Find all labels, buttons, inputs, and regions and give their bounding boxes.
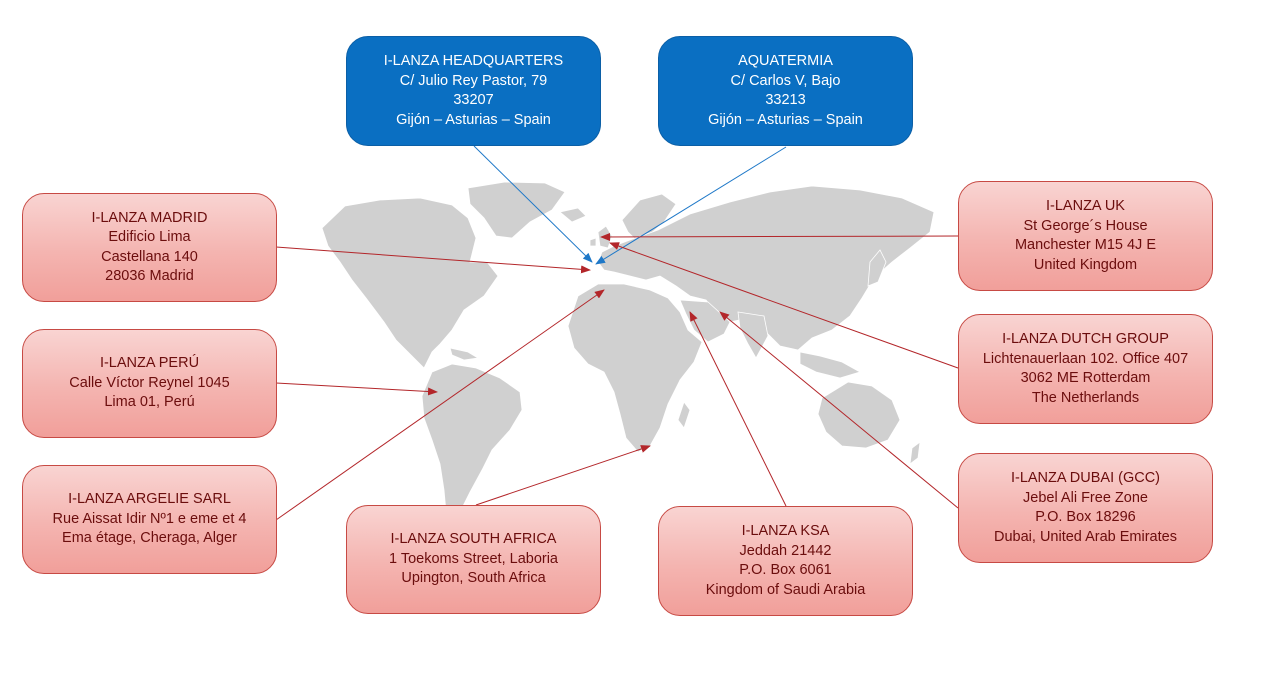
ksa-name: I-LANZA KSA [741, 523, 830, 539]
arabia-shape [679, 299, 731, 343]
peru-box: I-LANZA PERÚ Calle Víctor Reynel 1045 Li… [22, 329, 277, 438]
hq-box: I-LANZA HEADQUARTERS C/ Julio Rey Pastor… [346, 36, 601, 146]
argelie-street: Rue Aissat Idir Nº1 e eme et 4 [52, 510, 247, 527]
uk-connector [600, 232, 959, 241]
dubai-pobox: P.O. Box 18296 [1035, 509, 1136, 525]
southeast-asia-shape [799, 351, 862, 379]
dutch-connector [609, 242, 959, 369]
uk-city: Manchester M15 4J E [1014, 237, 1157, 253]
peru-name: I-LANZA PERÚ [99, 355, 200, 372]
argelie-city: Ema étage, Cheraga, Alger [62, 530, 237, 547]
uk-name: I-LANZA UK [1046, 198, 1125, 214]
north-america-shape [321, 197, 499, 369]
south-africa-street: 1 Toekoms Street, Laboria [389, 550, 558, 567]
india-shape [737, 311, 769, 359]
ksa-city: Jeddah 21442 [739, 542, 832, 559]
hq-name: I-LANZA HEADQUARTERS [383, 53, 564, 69]
south-america-shape [421, 363, 523, 530]
dutch-city: 3062 ME Rotterdam [1020, 370, 1151, 386]
south-africa-box: I-LANZA SOUTH AFRICA 1 Toekoms Street, L… [346, 505, 601, 614]
madrid-box: I-LANZA MADRID Edificio Lima Castellana … [22, 193, 277, 302]
aquatermia-connector [595, 146, 787, 265]
ksa-box: I-LANZA KSA Jeddah 21442 P.O. Box 6061 K… [658, 506, 913, 616]
africa-shape [567, 283, 703, 453]
madrid-building: Edificio Lima [108, 229, 191, 245]
hq-street: C/ Julio Rey Pastor, 79 [399, 72, 548, 89]
madrid-connector [275, 246, 591, 274]
ksa-country: Kingdom of Saudi Arabia [705, 581, 866, 598]
madrid-street: Castellana 140 [101, 248, 198, 265]
hq-postcode: 33207 [453, 92, 494, 108]
aquatermia-box: AQUATERMIA C/ Carlos V, Bajo 33213 Gijón… [658, 36, 913, 146]
ksa-pobox: P.O. Box 6061 [739, 562, 832, 578]
south-africa-connector [475, 445, 651, 506]
dubai-country: Dubai, United Arab Emirates [994, 528, 1177, 545]
eurasia-shape [597, 185, 935, 351]
argelie-name: I-LANZA ARGELIE SARL [68, 491, 231, 508]
dutch-country: The Netherlands [1031, 389, 1140, 406]
madagascar-shape [677, 401, 691, 429]
dubai-name: I-LANZA DUBAI (GCC) [1010, 470, 1161, 486]
dutch-street: Lichtenauerlaan 102. Office 407 [982, 350, 1189, 367]
australia-shape [817, 381, 901, 449]
hq-city: Gijón – Asturias – Spain [396, 111, 551, 128]
uk-box: I-LANZA UK St George´s House Manchester … [958, 181, 1213, 291]
aquatermia-name: AQUATERMIA [738, 53, 833, 69]
ksa-connector [689, 311, 787, 507]
south-africa-name: I-LANZA SOUTH AFRICA [390, 531, 557, 548]
peru-street: Calle Víctor Reynel 1045 [69, 374, 230, 391]
aquatermia-city: Gijón – Asturias – Spain [708, 111, 863, 128]
south-africa-city: Upington, South Africa [401, 570, 546, 587]
caribbean-shape [449, 347, 480, 361]
dutch-name: I-LANZA DUTCH GROUP [1002, 331, 1169, 347]
dubai-zone: Jebel Ali Free Zone [1023, 489, 1148, 506]
connector-lines [275, 145, 959, 521]
madrid-name: I-LANZA MADRID [91, 209, 208, 226]
landmass-layer [321, 181, 935, 530]
hq-connector [473, 145, 593, 263]
aquatermia-street: C/ Carlos V, Bajo [730, 72, 841, 89]
dubai-connector [719, 311, 959, 509]
uk-building: St George´s House [1023, 217, 1148, 234]
argelie-connector [275, 289, 605, 521]
dutch-box: I-LANZA DUTCH GROUP Lichtenauerlaan 102.… [958, 314, 1213, 424]
madrid-city: 28036 Madrid [105, 268, 194, 284]
peru-city: Lima 01, Perú [104, 394, 195, 411]
argelie-box: I-LANZA ARGELIE SARL Rue Aissat Idir Nº1… [22, 465, 277, 574]
aquatermia-postcode: 33213 [765, 92, 806, 108]
japan-shape [867, 249, 887, 287]
dubai-box: I-LANZA DUBAI (GCC) Jebel Ali Free Zone … [958, 453, 1213, 563]
uk-country: United Kingdom [1033, 256, 1138, 273]
new-zealand-shape [909, 441, 921, 465]
peru-connector [275, 382, 438, 396]
greenland-shape [467, 181, 566, 239]
iceland-shape [559, 207, 587, 223]
